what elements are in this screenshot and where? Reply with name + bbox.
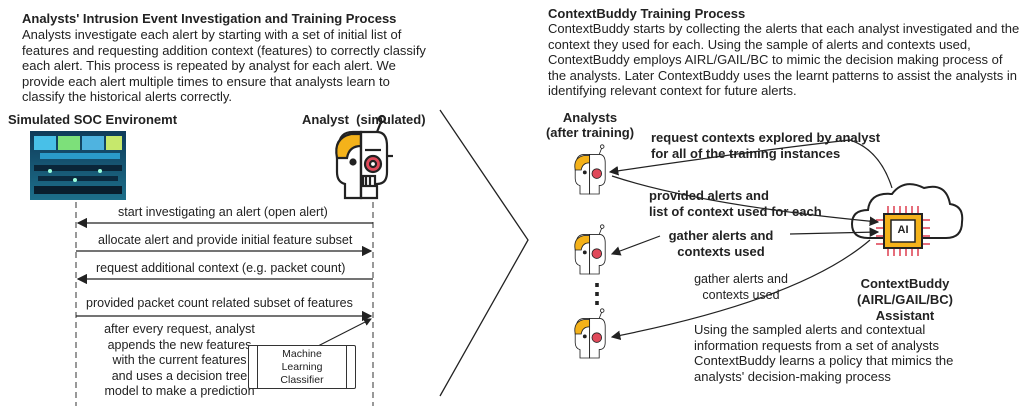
summary-text: Using the sampled alerts and contextual … (694, 322, 994, 384)
gather1-line: gather alerts and (668, 228, 774, 243)
ai-chip-label: AI (897, 224, 909, 236)
assistant-line: ContextBuddy (860, 276, 950, 291)
classifier-line: Classifier (280, 374, 324, 386)
analysts-label-line: Analysts (562, 110, 618, 125)
gather-label-1: gather alerts and contexts used (656, 228, 786, 259)
note-line: model to make a prediction (104, 384, 255, 398)
assistant-line: Assistant (875, 308, 935, 323)
note-text: after every request, analyst appends the… (82, 322, 277, 400)
analysts-after-training-label: Analysts (after training) (535, 110, 645, 140)
note-line: after every request, analyst (104, 322, 255, 336)
gather1-line: contexts used (677, 243, 765, 259)
right-description: ContextBuddy starts by collecting the al… (548, 21, 1020, 98)
note-line: appends the new features (107, 337, 252, 352)
request-line: request contexts explored by analyst (651, 130, 881, 145)
provided-line: list of context used for each (649, 203, 822, 219)
assistant-line: (AIRL/GAIL/BC) (856, 292, 954, 307)
summary-line: information requests from a set of analy… (694, 337, 939, 353)
gather2-line: gather alerts and (694, 272, 788, 286)
message-allocate: allocate alert and provide initial featu… (98, 233, 353, 247)
contextbuddy-assistant-label: ContextBuddy (AIRL/GAIL/BC) Assistant (845, 276, 965, 324)
left-title: Analysts' Intrusion Event Investigation … (22, 11, 397, 26)
classifier-line: Learning (281, 361, 323, 373)
note-line: and uses a decision tree (111, 368, 248, 383)
summary-line: Using the sampled alerts and contextual (694, 322, 926, 337)
ml-classifier-box: Machine Learning Classifier (248, 345, 356, 389)
request-line: for all of the training instances (651, 145, 841, 161)
soc-label: Simulated SOC Environemt (8, 112, 178, 127)
request-contexts-label: request contexts explored by analyst for… (651, 130, 880, 161)
provided-line: provided alerts and (649, 188, 769, 203)
message-provided: provided packet count related subset of … (86, 296, 353, 310)
classifier-line: Machine (282, 348, 322, 360)
right-title: ContextBuddy Training Process (548, 6, 746, 21)
message-request: request additional context (e.g. packet … (96, 261, 346, 275)
message-start: start investigating an alert (open alert… (118, 205, 328, 219)
analyst-label: Analyst (simulated) (302, 112, 426, 127)
summary-line: analysts' decision-making process (694, 368, 891, 384)
summary-line: ContextBuddy learns a policy that mimics… (694, 353, 954, 368)
left-description: Analysts investigate each alert by start… (22, 27, 426, 104)
gather-label-2: gather alerts and contexts used (676, 272, 806, 303)
provided-alerts-label: provided alerts and list of context used… (649, 188, 822, 219)
vertical-dots: ⋮ (584, 278, 610, 308)
analysts-label-line: (after training) (545, 125, 635, 140)
gather2-line: contexts used (702, 287, 780, 302)
note-line: with the current features (112, 353, 247, 367)
